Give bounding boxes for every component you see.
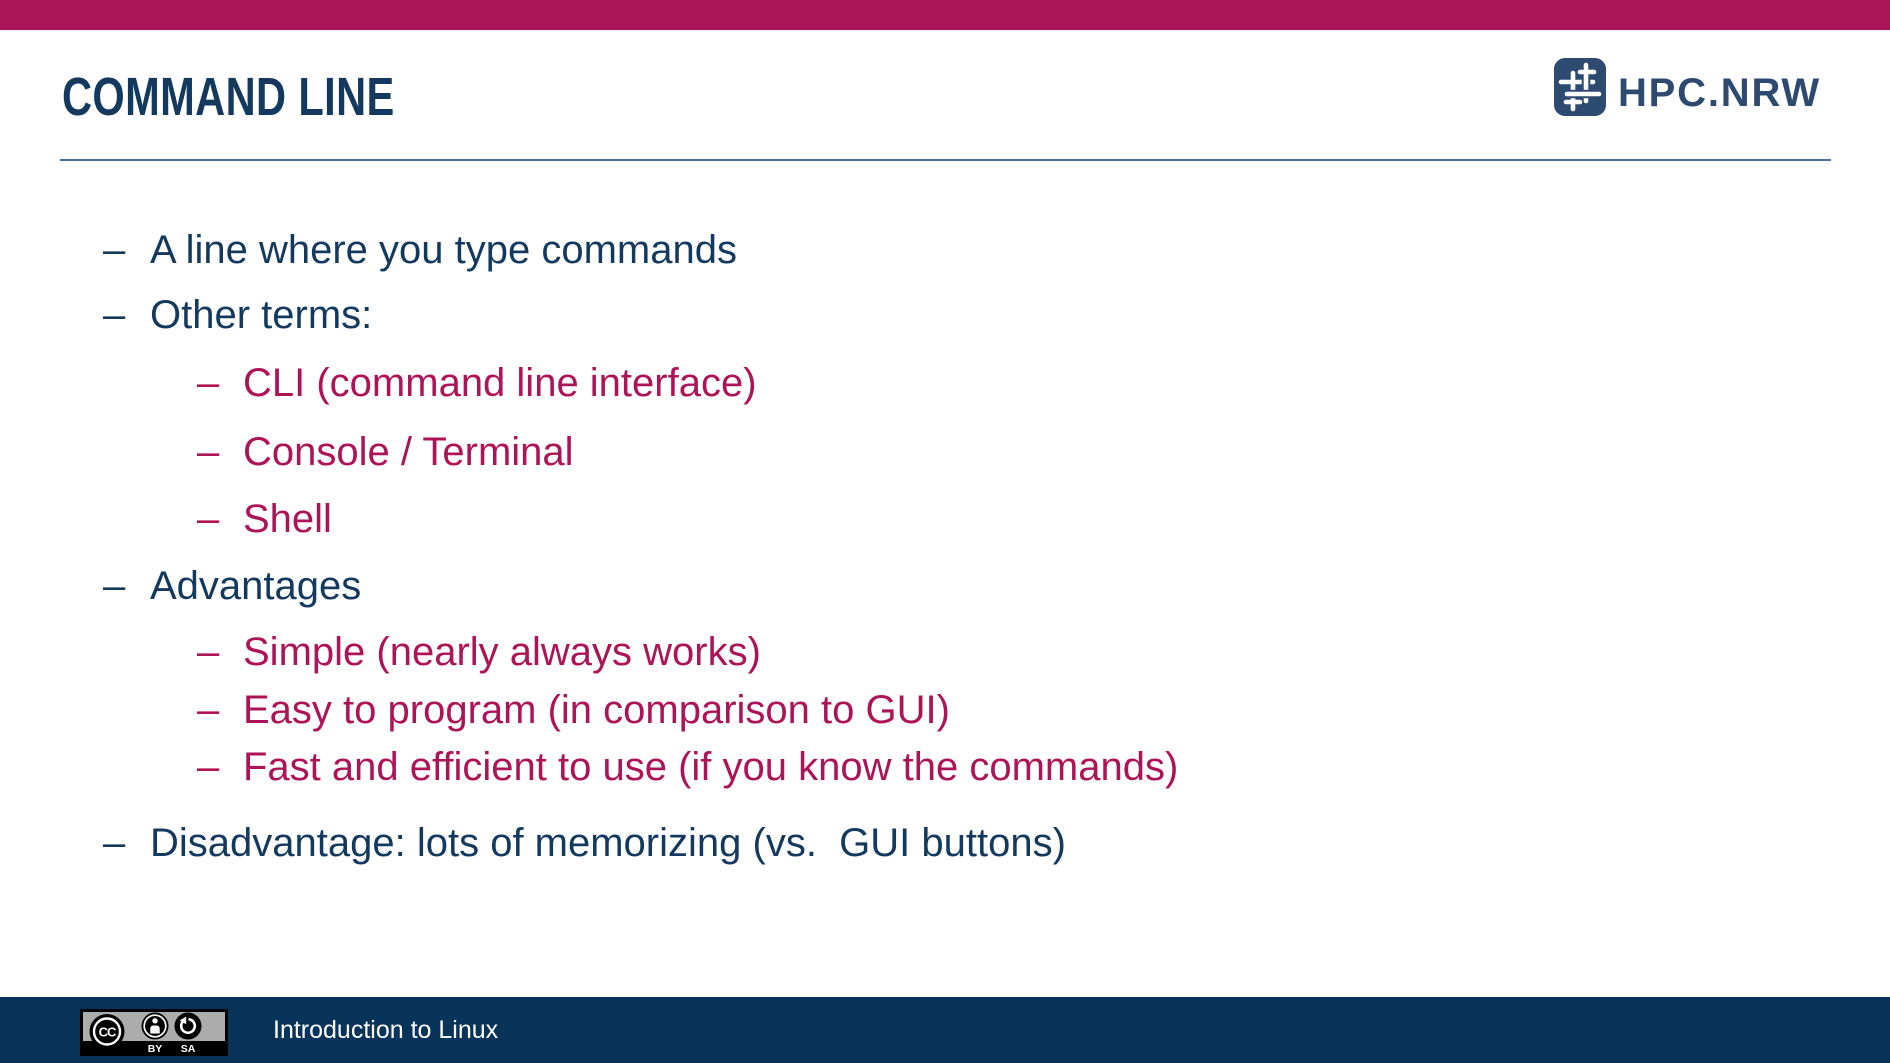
bullet-text: Console / Terminal xyxy=(243,430,574,474)
sa-label: SA xyxy=(181,1043,196,1055)
bullet-text: CLI (command line interface) xyxy=(243,361,757,405)
page-title: COMMAND LINE xyxy=(62,67,395,127)
cc-by-sa-license-badge: CC BY SA xyxy=(80,1009,228,1056)
dash-marker: – xyxy=(103,821,126,865)
bullet-text: Advantages xyxy=(150,564,362,608)
bullet-text: Shell xyxy=(243,497,332,541)
footer-bar: CC BY SA Introduction to Linux xyxy=(0,997,1890,1063)
hpc-nrw-logo: HPC.NRW xyxy=(1554,58,1821,116)
cc-circle-icon: CC xyxy=(89,1014,125,1049)
bullet-list: –A line where you type commands –Other t… xyxy=(0,226,1890,867)
dash-marker: – xyxy=(197,688,220,732)
svg-text:CC: CC xyxy=(99,1025,117,1040)
bullet-item: –Simple (nearly always works) xyxy=(0,628,1890,676)
bullet-text: Other terms: xyxy=(150,293,373,337)
dash-marker: – xyxy=(197,497,220,541)
dash-marker: – xyxy=(197,430,220,474)
sa-arrow-icon xyxy=(174,1012,202,1040)
by-label: BY xyxy=(148,1043,163,1055)
bullet-text: A line where you type commands xyxy=(150,228,737,272)
bullet-text: Simple (nearly always works) xyxy=(243,630,761,674)
bullet-item: –Advantages xyxy=(0,562,1890,610)
bullet-item: –A line where you type commands xyxy=(0,226,1890,274)
dash-marker: – xyxy=(197,630,220,674)
dash-marker: – xyxy=(103,564,126,608)
bullet-item: –Fast and efficient to use (if you know … xyxy=(0,743,1890,791)
dash-marker: – xyxy=(197,361,220,405)
by-person-icon xyxy=(141,1012,169,1040)
bullet-text: Fast and efficient to use (if you know t… xyxy=(243,745,1179,789)
top-accent-bar xyxy=(0,0,1890,30)
dash-marker: – xyxy=(197,745,220,789)
bullet-item: –Console / Terminal xyxy=(0,428,1890,476)
bullet-item: –Other terms: xyxy=(0,291,1890,339)
hash-weave-icon xyxy=(1554,58,1606,116)
dash-marker: – xyxy=(103,293,126,337)
bullet-item: –CLI (command line interface) xyxy=(0,359,1890,407)
bullet-item: –Disadvantage: lots of memorizing (vs. G… xyxy=(0,819,1890,867)
dash-marker: – xyxy=(103,228,126,272)
bullet-text: Easy to program (in comparison to GUI) xyxy=(243,688,950,732)
logo-wordmark: HPC.NRW xyxy=(1618,71,1821,115)
title-divider xyxy=(60,159,1831,161)
bullet-item: –Easy to program (in comparison to GUI) xyxy=(0,686,1890,734)
footer-course-title: Introduction to Linux xyxy=(273,1015,499,1044)
bullet-text: Disadvantage: lots of memorizing (vs. GU… xyxy=(150,821,1066,865)
bullet-item: –Shell xyxy=(0,495,1890,543)
